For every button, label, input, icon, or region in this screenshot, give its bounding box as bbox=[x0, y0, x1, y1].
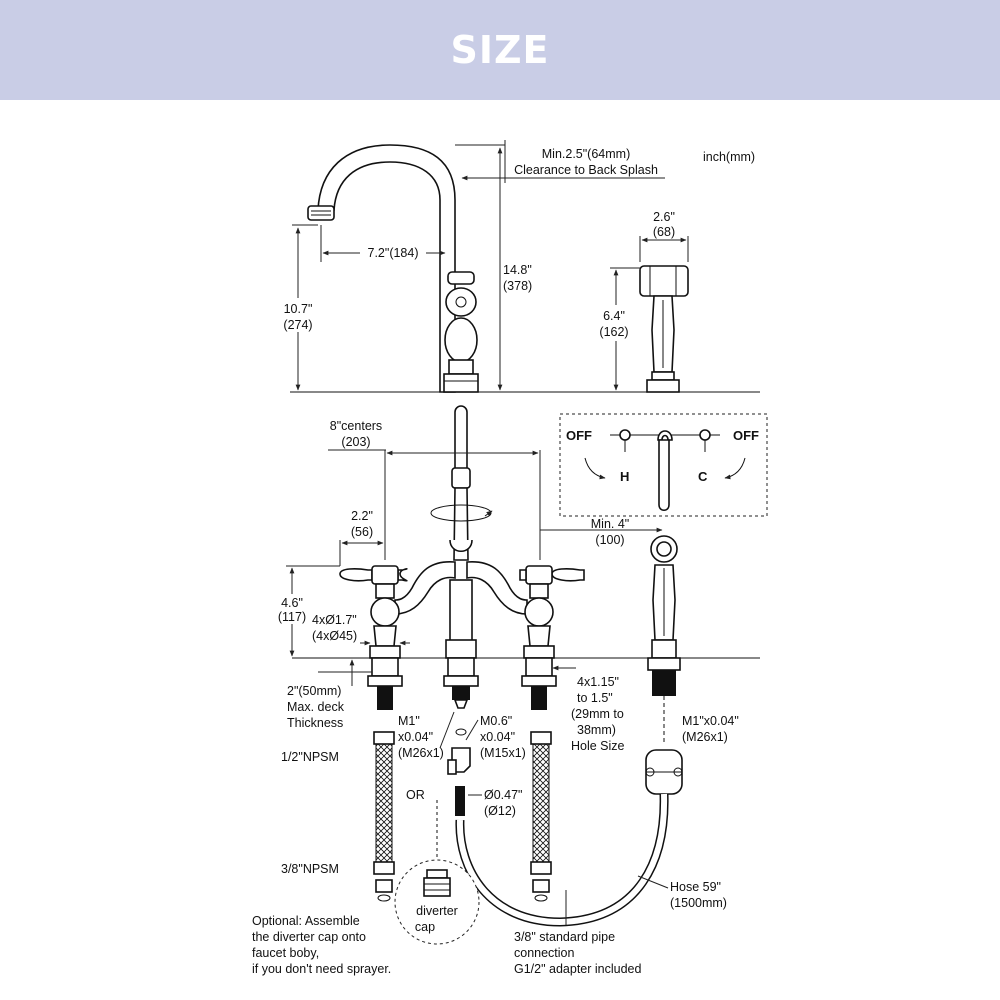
faucet-front-view bbox=[339, 405, 683, 795]
clearance-label-1: Min.2.5"(64mm) bbox=[542, 147, 630, 161]
sprayer-height-in: 6.4" bbox=[603, 309, 625, 323]
dimension-base-diameter: 4xØ1.7" (4xØ45) bbox=[312, 613, 410, 646]
hot-label: H bbox=[620, 469, 629, 484]
handle-height-mm: (117) bbox=[278, 610, 306, 624]
dia047-in: Ø0.47" bbox=[484, 788, 523, 802]
pipe-line-2: connection bbox=[514, 946, 575, 960]
diverter-parts: diverter cap bbox=[394, 728, 480, 945]
dimension-sprayer-width: 2.6" (68) bbox=[639, 210, 689, 262]
thread-labels: M1" x0.04" (M26x1) M0.6" x0.04" (M15x1) … bbox=[281, 711, 739, 876]
centers-mm: (203) bbox=[341, 435, 370, 449]
or-label: OR bbox=[406, 788, 425, 802]
dimension-outlet-height: 10.7" (274) bbox=[272, 224, 322, 391]
hole-label-3: (29mm to bbox=[571, 707, 624, 721]
pipe-note: 3/8" standard pipe connection G1/2" adap… bbox=[514, 890, 641, 976]
dimension-handle-offset: 2.2" (56) bbox=[339, 509, 384, 566]
m06-1: M0.6" bbox=[480, 714, 512, 728]
pipe-line-3: G1/2" adapter included bbox=[514, 962, 641, 976]
pipe-line-1: 3/8" standard pipe bbox=[514, 930, 615, 944]
sprayer-width-mm: (68) bbox=[653, 225, 675, 239]
off-right-label: OFF bbox=[733, 428, 759, 443]
hose-label-1: Hose 59" bbox=[670, 880, 721, 894]
dimension-clearance: Min.2.5"(64mm) Clearance to Back Splash bbox=[455, 140, 665, 183]
clearance-label-2: Clearance to Back Splash bbox=[514, 163, 658, 177]
off-left-label: OFF bbox=[566, 428, 592, 443]
dimension-handle-height: 4.6" (117) bbox=[270, 565, 340, 657]
outlet-height-mm: (274) bbox=[283, 318, 312, 332]
m06-3: (M15x1) bbox=[480, 746, 526, 760]
hose-callout: Hose 59" (1500mm) bbox=[637, 875, 727, 910]
m1-left-2: x0.04" bbox=[398, 730, 433, 744]
npsm-half-label: 1/2"NPSM bbox=[281, 750, 339, 764]
page-title: SIZE bbox=[450, 28, 550, 72]
m1-right-1: M1"x0.04" bbox=[682, 714, 739, 728]
diverter-label-1: diverter bbox=[416, 904, 458, 918]
dimension-deck-thickness: 2"(50mm) Max. deck Thickness bbox=[287, 659, 372, 730]
optional-note: Optional: Assemble the diverter cap onto… bbox=[252, 914, 391, 976]
m1-left-3: (M26x1) bbox=[398, 746, 444, 760]
optional-line-3: faucet boby, bbox=[252, 946, 319, 960]
centers-in: 8"centers bbox=[330, 419, 382, 433]
deck-label-1: 2"(50mm) bbox=[287, 684, 341, 698]
handle-offset-in: 2.2" bbox=[351, 509, 373, 523]
reach-label: 7.2"(184) bbox=[368, 246, 419, 260]
sprayer-height-mm: (162) bbox=[599, 325, 628, 339]
base-dia-in: 4xØ1.7" bbox=[312, 613, 357, 627]
base-dia-mm: (4xØ45) bbox=[312, 629, 357, 643]
outlet-height-in: 10.7" bbox=[284, 302, 313, 316]
hole-label-2: to 1.5" bbox=[577, 691, 613, 705]
deck-label-3: Thickness bbox=[287, 716, 343, 730]
header-banner: SIZE bbox=[0, 0, 1000, 100]
hole-label-4: 38mm) bbox=[577, 723, 616, 737]
hole-label-1: 4x1.15" bbox=[577, 675, 619, 689]
sprayer-dist-mm: (100) bbox=[595, 533, 624, 547]
m1-right-2: (M26x1) bbox=[682, 730, 728, 744]
dimension-centers: 8"centers (203) bbox=[328, 419, 541, 560]
dia047-mm: (Ø12) bbox=[484, 804, 516, 818]
dimension-sprayer-height: 6.4" (162) bbox=[592, 267, 640, 391]
optional-line-2: the diverter cap onto bbox=[252, 930, 366, 944]
optional-line-1: Optional: Assemble bbox=[252, 914, 360, 928]
m1-left-1: M1" bbox=[398, 714, 420, 728]
hose-label-2: (1500mm) bbox=[670, 896, 727, 910]
m06-2: x0.04" bbox=[480, 730, 515, 744]
handle-height-in: 4.6" bbox=[281, 596, 303, 610]
sprayer-width-in: 2.6" bbox=[653, 210, 675, 224]
spout-height-mm: (378) bbox=[503, 279, 532, 293]
handle-offset-mm: (56) bbox=[351, 525, 373, 539]
dimension-spout-height: 14.8" (378) bbox=[472, 144, 532, 391]
supply-hoses bbox=[373, 731, 552, 902]
spout-side-view bbox=[290, 144, 760, 393]
npsm-3-8-label: 3/8"NPSM bbox=[281, 862, 339, 876]
optional-line-4: if you don't need sprayer. bbox=[252, 962, 391, 976]
dimension-hole-size: 4x1.15" to 1.5" (29mm to 38mm) Hole Size bbox=[552, 665, 625, 753]
cold-label: C bbox=[698, 469, 708, 484]
hole-label-5: Hole Size bbox=[571, 739, 625, 753]
units-label: inch(mm) bbox=[703, 150, 755, 164]
deck-label-2: Max. deck bbox=[287, 700, 345, 714]
spout-height-in: 14.8" bbox=[503, 263, 532, 277]
dimension-reach: 7.2"(184) bbox=[320, 225, 446, 262]
sprayer-hose bbox=[455, 786, 669, 927]
sprayer-side-view bbox=[639, 265, 689, 393]
faucet-dimension-diagram: Min.2.5"(64mm) Clearance to Back Splash … bbox=[252, 140, 768, 976]
diverter-label-2: cap bbox=[415, 920, 435, 934]
sprayer-dist-in: Min. 4" bbox=[591, 517, 629, 531]
handle-operation-inset: OFF OFF H C bbox=[559, 413, 768, 517]
dimension-sprayer-distance: Min. 4" (100) bbox=[540, 517, 663, 547]
